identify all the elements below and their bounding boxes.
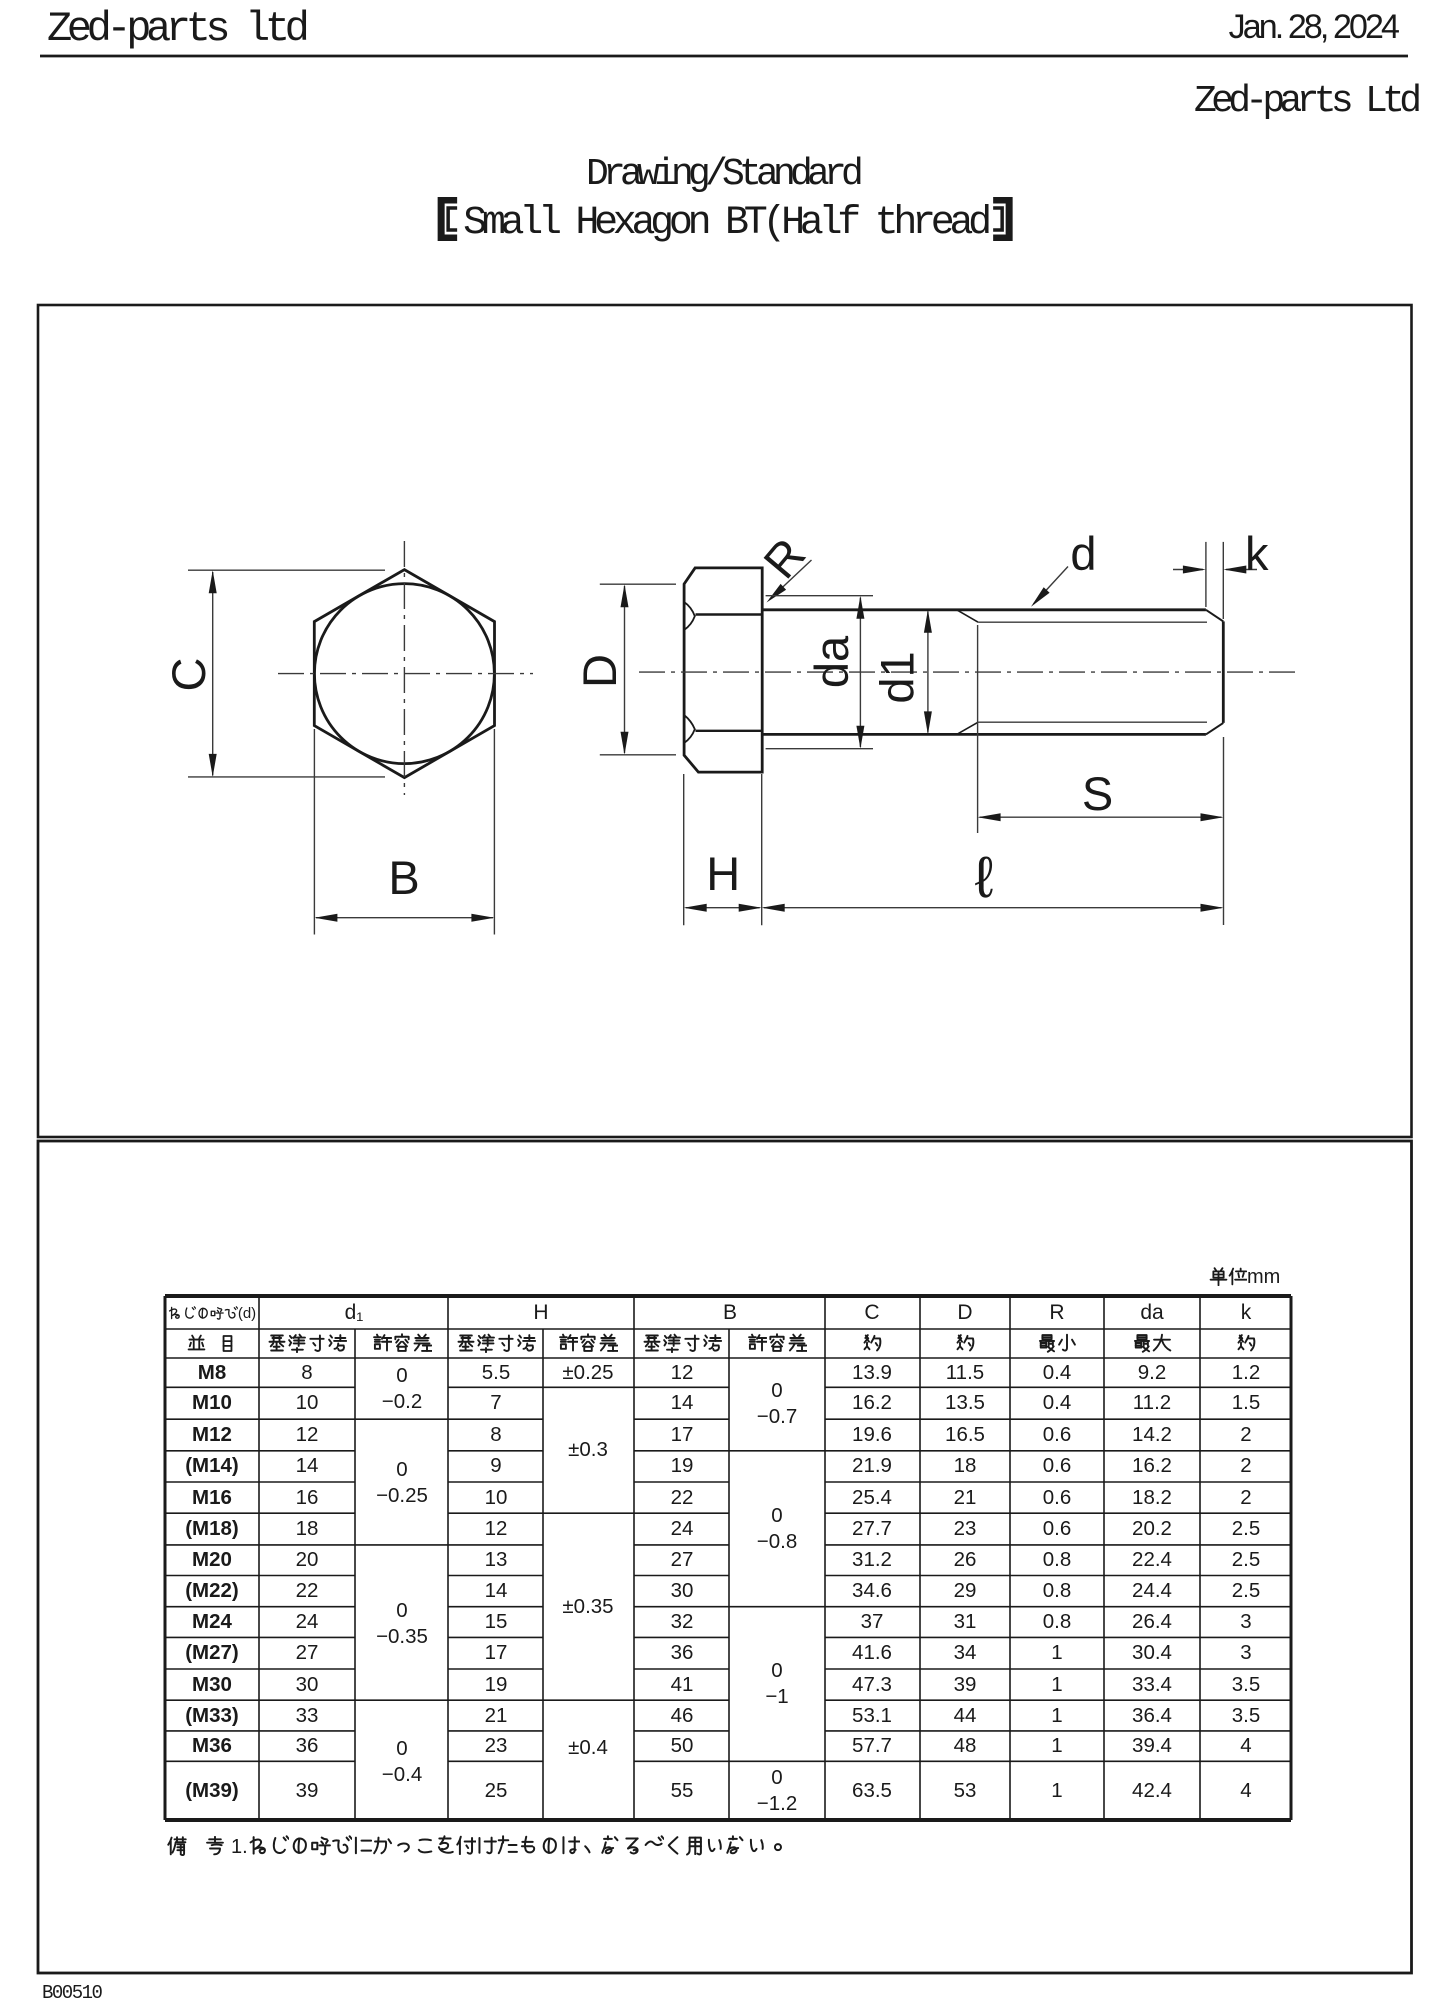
svg-text:H: H	[706, 847, 740, 900]
svg-text:D: D	[573, 654, 626, 688]
svg-text:d: d	[1070, 527, 1096, 580]
svg-text:R: R	[753, 528, 815, 588]
svg-text:d1: d1	[871, 651, 924, 703]
svg-text:ℓ: ℓ	[975, 845, 994, 910]
svg-text:k: k	[1245, 527, 1269, 580]
svg-text:da: da	[805, 635, 858, 688]
svg-text:C: C	[162, 658, 215, 692]
svg-text:S: S	[1082, 767, 1113, 820]
svg-text:B: B	[388, 851, 419, 904]
